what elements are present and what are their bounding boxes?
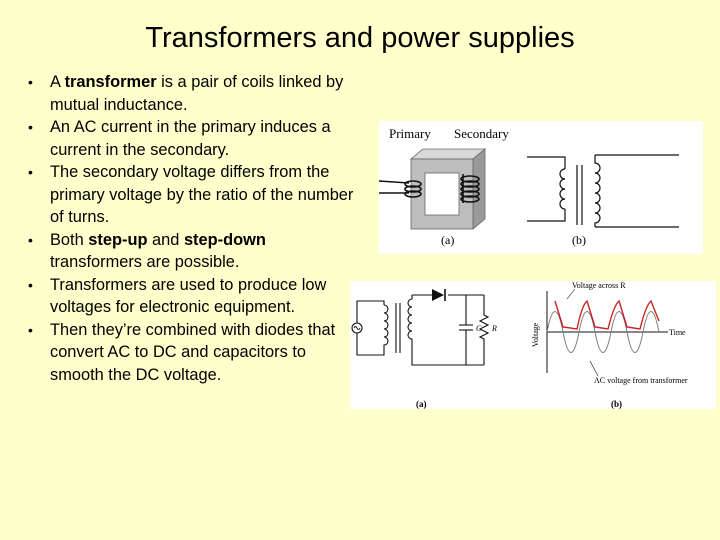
slide-title: Transformers and power supplies <box>145 22 575 54</box>
bullet-list: A transformer is a pair of coils linked … <box>24 71 362 386</box>
secondary-label: Secondary <box>454 126 509 141</box>
bullet-text: Both step-up and step-down transformers … <box>50 230 266 272</box>
bullet-item: An AC current in the primary induces a c… <box>24 116 362 161</box>
caption-a: (a) <box>441 233 454 247</box>
curve-label-top: Voltage across R <box>572 281 626 290</box>
bullet-item: Transformers are used to produce low vol… <box>24 274 362 319</box>
curve-label-bottom: AC voltage from transformer <box>594 376 688 385</box>
diode-icon <box>432 289 446 301</box>
capacitor-label: C <box>476 324 482 333</box>
primary-coil-icon <box>379 180 422 198</box>
rectified-curve <box>554 299 660 330</box>
bullet-item: Both step-up and step-down transformers … <box>24 229 362 274</box>
secondary-coil-icon <box>460 174 480 203</box>
power-supply-figure: C R (a) Voltage Time Voltage across R AC… <box>350 281 716 409</box>
transformer-symbol-icon <box>527 154 679 228</box>
bullet-text: Then they’re combined with diodes that c… <box>50 320 336 384</box>
caption-a: (a) <box>416 399 427 409</box>
bullet-item: The secondary voltage differs from the p… <box>24 161 362 229</box>
x-axis-label: Time <box>669 328 686 337</box>
voltage-graph: Voltage Time Voltage across R AC voltage… <box>531 281 688 385</box>
caption-b: (b) <box>611 399 622 409</box>
bullet-item: A transformer is a pair of coils linked … <box>24 71 362 116</box>
bullet-text: The secondary voltage differs from the p… <box>50 163 354 226</box>
primary-label: Primary <box>389 126 431 141</box>
transformer-core-icon <box>409 148 487 230</box>
bullet-text: Transformers are used to produce low vol… <box>50 275 327 317</box>
caption-b: (b) <box>572 233 586 247</box>
y-axis-label: Voltage <box>531 322 540 347</box>
resistor-label: R <box>491 324 497 333</box>
bullet-text: A transformer is a pair of coils linked … <box>50 73 344 114</box>
transformer-figure: Primary Secondary <box>379 121 703 254</box>
bullet-item: Then they’re combined with diodes that c… <box>24 319 362 387</box>
rectifier-circuit <box>351 294 490 366</box>
bullet-text: An AC current in the primary induces a c… <box>50 118 331 159</box>
